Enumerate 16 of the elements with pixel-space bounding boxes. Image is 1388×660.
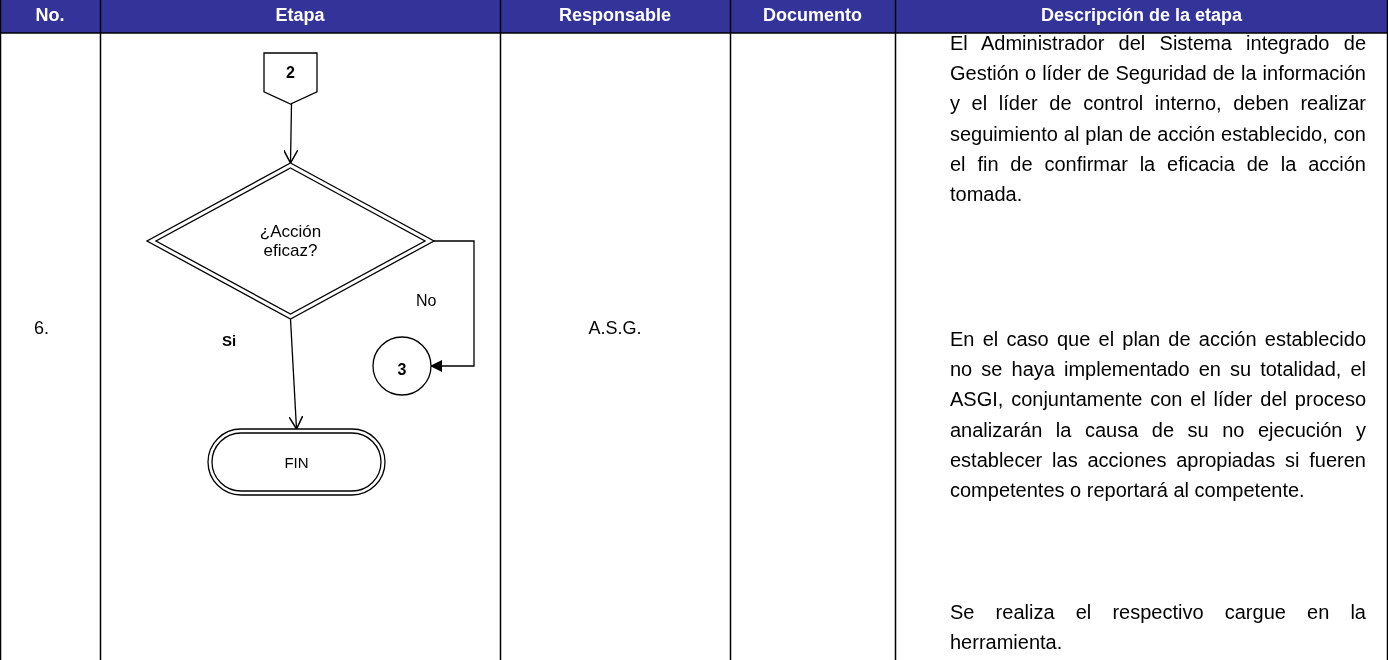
column-header: Descripción de la etapa: [1039, 5, 1244, 26]
description-paragraph: Se realiza el respectivo cargue en la herramienta.: [950, 600, 1366, 656]
column-header: Etapa: [274, 5, 326, 26]
description-paragraph: El Administrador del Sistema integrado de Gestión o líder de Seguridad de la información y el líder de control interno, deben realizar seguimiento al plan de acción establecido, con el fin de confirmar la eficacia de la acción tomada.: [950, 31, 1366, 207]
column-header: Responsable: [557, 5, 672, 26]
column-header: Documento: [762, 5, 863, 26]
arrow: [430, 240, 475, 372]
terminator-shape: FIN: [208, 429, 385, 495]
arrow: [282, 103, 299, 164]
responsible-text: A.S.G.: [587, 318, 643, 339]
step-number: 6.: [34, 318, 50, 339]
connector-circle: 3: [373, 337, 431, 395]
column-header: No.: [34, 5, 66, 26]
offpage-connector: 2: [264, 53, 317, 104]
description-paragraph: En el caso que el plan de acción establecido no se haya implementado en su totalidad, el ASGI, conjuntamente con el líder del proceso analizarán la causa de su no ejecución y establecer las acciones apropiadas si fueren competentes o reportará al competente.: [950, 327, 1366, 503]
arrow: [288, 318, 304, 430]
